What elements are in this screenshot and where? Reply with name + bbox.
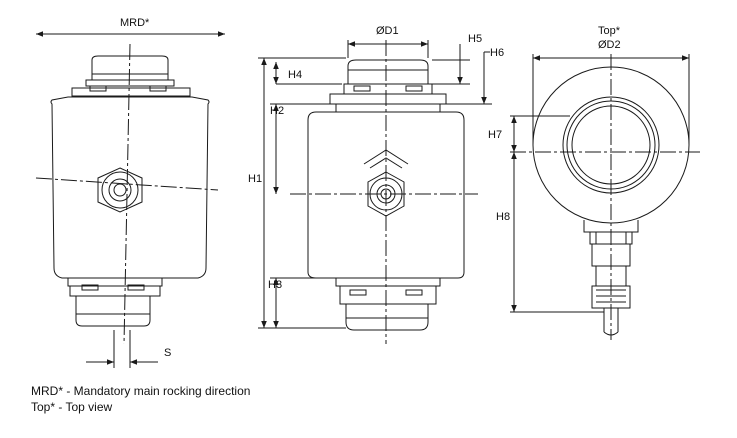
- label-h1: H1: [248, 173, 262, 185]
- label-d1: ØD1: [376, 25, 399, 37]
- note-top-definition: Top* - Top view: [31, 400, 113, 414]
- label-h7: H7: [488, 129, 502, 141]
- label-h5: H5: [468, 33, 482, 45]
- label-h6: H6: [490, 47, 504, 59]
- label-h4: H4: [288, 69, 302, 81]
- label-h2: H2: [270, 105, 284, 117]
- note-mrd-definition: MRD* - Mandatory main rocking direction: [31, 384, 251, 398]
- label-mrd: MRD*: [120, 17, 150, 29]
- label-s: S: [164, 347, 171, 359]
- label-h8: H8: [496, 211, 510, 223]
- label-h3: H3: [268, 279, 282, 291]
- front-view: [258, 40, 492, 344]
- side-view-mrd: [35, 31, 225, 368]
- top-view: [510, 54, 700, 340]
- label-d2: ØD2: [598, 39, 621, 51]
- label-top: Top*: [598, 25, 621, 37]
